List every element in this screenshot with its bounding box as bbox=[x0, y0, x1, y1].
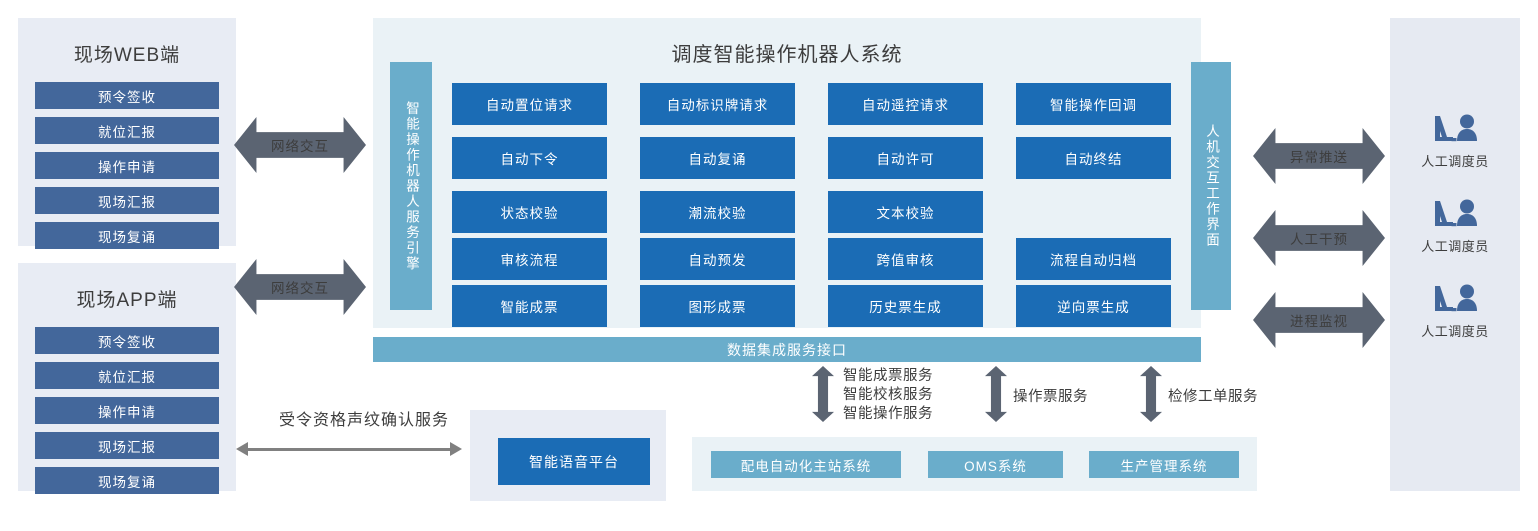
robot-system-panel: 调度智能操作机器人系统 智能操作机器人服务引擎 人机交互工作界面 自动置位请求 … bbox=[373, 18, 1231, 328]
web-client-item-2[interactable]: 操作申请 bbox=[35, 152, 219, 179]
app-client-title: 现场APP端 bbox=[76, 290, 178, 311]
arrow-shape bbox=[985, 366, 1007, 422]
process-monitor-arrow: 进程监视 bbox=[1253, 292, 1385, 348]
external-systems-panel: 配电自动化主站系统 OMS系统 生产管理系统 bbox=[692, 437, 1257, 491]
operator-item: 人工调度员 bbox=[1390, 283, 1520, 340]
hmi-interface-label: 人机交互工作界面 bbox=[1203, 124, 1219, 248]
exception-push-arrow: 异常推送 bbox=[1253, 128, 1385, 184]
function-box[interactable]: 自动预发 bbox=[640, 238, 795, 280]
intelligent-services-arrow bbox=[812, 366, 834, 422]
operator-desk-icon bbox=[1435, 284, 1477, 312]
operator-desk-icon bbox=[1435, 114, 1477, 142]
web-client-item-1[interactable]: 就位汇报 bbox=[35, 117, 219, 144]
function-box[interactable]: 状态校验 bbox=[452, 191, 607, 233]
external-system-box[interactable]: OMS系统 bbox=[928, 451, 1063, 478]
function-box[interactable]: 自动置位请求 bbox=[452, 83, 607, 125]
network-arrow-web-label: 网络交互 bbox=[271, 139, 329, 154]
function-box[interactable]: 自动复诵 bbox=[640, 137, 795, 179]
voice-platform-box[interactable]: 智能语音平台 bbox=[498, 438, 650, 485]
voice-platform-panel: 智能语音平台 bbox=[470, 410, 666, 501]
app-client-item-1[interactable]: 就位汇报 bbox=[35, 362, 219, 389]
function-box[interactable]: 自动标识牌请求 bbox=[640, 83, 795, 125]
function-box[interactable]: 智能操作回调 bbox=[1016, 83, 1171, 125]
operators-panel: 人工调度员 人工调度员 人工调度员 bbox=[1390, 18, 1520, 491]
arrow-head-right bbox=[450, 442, 462, 456]
operator-item: 人工调度员 bbox=[1390, 113, 1520, 170]
process-monitor-label: 进程监视 bbox=[1290, 314, 1348, 329]
workorder-service-arrow bbox=[1140, 366, 1162, 422]
network-arrow-web: 网络交互 bbox=[234, 117, 366, 173]
function-box[interactable]: 流程自动归档 bbox=[1016, 238, 1171, 280]
function-box[interactable]: 自动终结 bbox=[1016, 137, 1171, 179]
web-client-item-0[interactable]: 预令签收 bbox=[35, 82, 219, 109]
function-box[interactable]: 潮流校验 bbox=[640, 191, 795, 233]
function-box[interactable]: 自动许可 bbox=[828, 137, 983, 179]
manual-intervention-label: 人工干预 bbox=[1290, 232, 1348, 247]
app-client-item-4[interactable]: 现场复诵 bbox=[35, 467, 219, 494]
exception-push-label: 异常推送 bbox=[1290, 150, 1348, 165]
workorder-service-label: 检修工单服务 bbox=[1168, 389, 1258, 405]
arrow-shape bbox=[812, 366, 834, 422]
function-box[interactable]: 图形成票 bbox=[640, 285, 795, 327]
arrow-shaft bbox=[245, 447, 453, 451]
web-client-panel: 现场WEB端 预令签收 就位汇报 操作申请 现场汇报 现场复诵 bbox=[18, 18, 236, 249]
hmi-interface-bar: 人机交互工作界面 bbox=[1191, 62, 1231, 310]
function-box[interactable]: 历史票生成 bbox=[828, 285, 983, 327]
function-box[interactable]: 逆向票生成 bbox=[1016, 285, 1171, 327]
operator-item: 人工调度员 bbox=[1390, 198, 1520, 255]
arrow-shape bbox=[1140, 366, 1162, 422]
web-client-item-3[interactable]: 现场汇报 bbox=[35, 187, 219, 214]
function-box[interactable]: 自动遥控请求 bbox=[828, 83, 983, 125]
external-system-box[interactable]: 生产管理系统 bbox=[1089, 451, 1239, 478]
operator-caption: 人工调度员 bbox=[1421, 324, 1489, 339]
service-engine-label: 智能操作机器人服务引擎 bbox=[403, 100, 419, 272]
web-client-title: 现场WEB端 bbox=[73, 45, 181, 66]
web-client-item-4[interactable]: 现场复诵 bbox=[35, 222, 219, 249]
app-client-panel: 现场APP端 预令签收 就位汇报 操作申请 现场汇报 现场复诵 bbox=[18, 263, 236, 494]
function-box[interactable]: 智能成票 bbox=[452, 285, 607, 327]
function-box[interactable]: 自动下令 bbox=[452, 137, 607, 179]
app-client-item-3[interactable]: 现场汇报 bbox=[35, 432, 219, 459]
external-system-box[interactable]: 配电自动化主站系统 bbox=[711, 451, 901, 478]
service-engine-bar: 智能操作机器人服务引擎 bbox=[390, 62, 432, 310]
arrow-head-left bbox=[236, 442, 248, 456]
voiceprint-service-arrow bbox=[236, 440, 462, 458]
operator-desk-icon bbox=[1435, 199, 1477, 227]
app-client-item-2[interactable]: 操作申请 bbox=[35, 397, 219, 424]
operator-caption: 人工调度员 bbox=[1421, 154, 1489, 169]
system-title: 调度智能操作机器人系统 bbox=[671, 44, 903, 66]
voiceprint-service-label: 受令资格声纹确认服务 bbox=[278, 412, 449, 429]
ticket-service-arrow bbox=[985, 366, 1007, 422]
app-client-item-0[interactable]: 预令签收 bbox=[35, 327, 219, 354]
intelligent-services-label: 智能成票服务 智能校核服务 智能操作服务 bbox=[843, 368, 933, 422]
function-box[interactable]: 文本校验 bbox=[828, 191, 983, 233]
network-arrow-app: 网络交互 bbox=[234, 259, 366, 315]
manual-intervention-arrow: 人工干预 bbox=[1253, 210, 1385, 266]
function-box[interactable]: 审核流程 bbox=[452, 238, 607, 280]
operator-caption: 人工调度员 bbox=[1421, 239, 1489, 254]
ticket-service-label: 操作票服务 bbox=[1013, 389, 1088, 405]
network-arrow-app-label: 网络交互 bbox=[271, 281, 329, 296]
function-box[interactable]: 跨值审核 bbox=[828, 238, 983, 280]
data-integration-bar: 数据集成服务接口 bbox=[373, 337, 1201, 362]
